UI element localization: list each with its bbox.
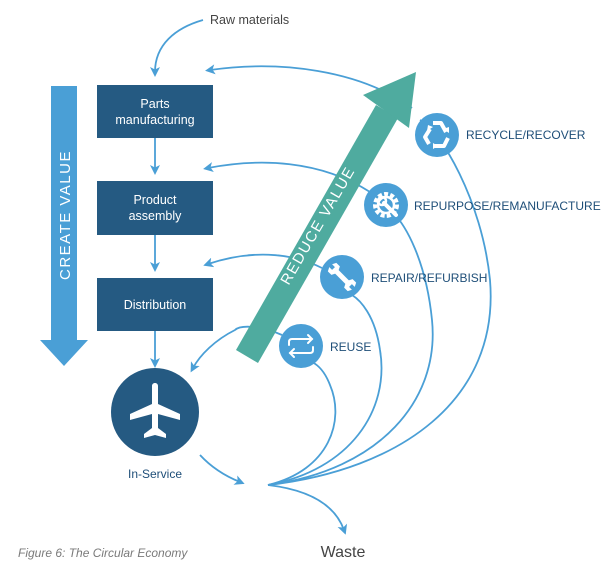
loop-repurpose: REPURPOSE/REMANUFACTURE — [364, 183, 601, 227]
in-service-label: In-Service — [128, 467, 182, 481]
repurpose-loop-lower — [267, 214, 434, 486]
stage-label-line: Product — [133, 193, 177, 207]
in-service-node: In-Service — [111, 368, 199, 481]
service-to-end-arrow — [199, 454, 245, 485]
return-loops — [190, 64, 492, 486]
loop-recycle: RECYCLE/RECOVER — [415, 113, 586, 157]
create-value-arrow: CREATE VALUE — [40, 86, 88, 366]
gear-wrench-icon — [373, 192, 399, 218]
waste-arrow — [267, 484, 348, 535]
stage-label-line: assembly — [129, 209, 183, 223]
raw-materials-label: Raw materials — [210, 13, 289, 27]
loop-label-repurpose: REPURPOSE/REMANUFACTURE — [414, 199, 601, 213]
loop-label-reuse: REUSE — [330, 340, 371, 354]
create-value-label: CREATE VALUE — [57, 150, 74, 280]
stage-product-assembly: Product assembly — [97, 181, 213, 235]
stage-label-line: Parts — [140, 97, 169, 111]
figure-caption: Figure 6: The Circular Economy — [18, 546, 188, 560]
recycle-icon — [423, 121, 450, 149]
swap-arrows-icon — [288, 334, 314, 358]
airplane-icon — [130, 383, 180, 438]
stage-label-line: Distribution — [124, 298, 187, 312]
reuse-loop-lower — [267, 361, 337, 486]
raw-materials-arrow — [150, 19, 204, 77]
recycle-loop-lower — [267, 119, 492, 486]
stage-label-line: manufacturing — [115, 113, 194, 127]
loop-label-recycle: RECYCLE/RECOVER — [466, 128, 586, 142]
loop-reuse: REUSE — [279, 324, 371, 368]
loop-repair: REPAIR/REFURBISH — [320, 255, 487, 299]
stage-distribution: Distribution — [97, 278, 213, 331]
stage-parts-manufacturing: Parts manufacturing — [97, 85, 213, 138]
wrench-icon — [327, 262, 357, 292]
repair-loop-lower — [267, 294, 383, 486]
waste-label: Waste — [321, 544, 366, 561]
loop-label-repair: REPAIR/REFURBISH — [371, 271, 487, 285]
